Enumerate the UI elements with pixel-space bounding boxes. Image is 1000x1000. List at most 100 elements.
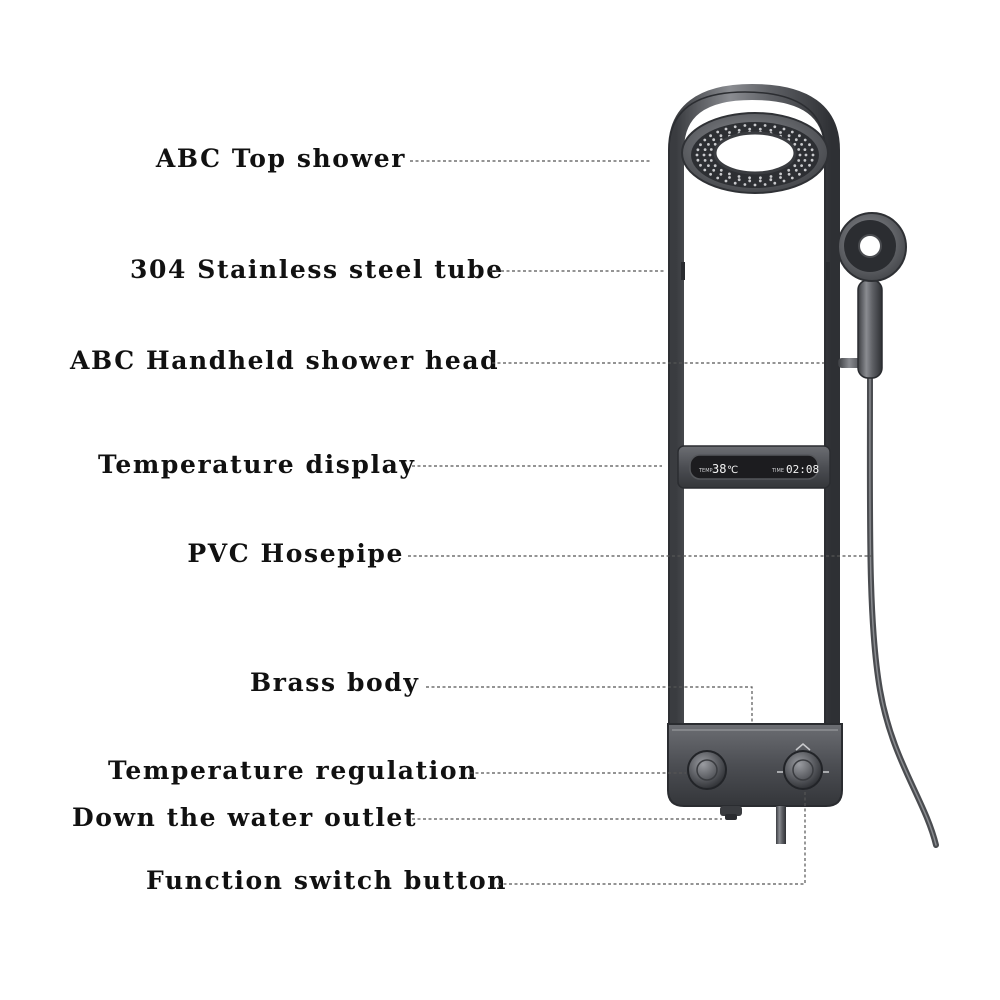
nozzle-dot	[782, 179, 786, 183]
label-steel-tube: 304 Stainless steel tube	[130, 255, 504, 284]
nozzle-dot	[808, 163, 811, 167]
nozzle-dot	[709, 148, 713, 151]
nozzle-dot	[782, 127, 786, 131]
nozzle-dot	[779, 172, 782, 176]
nozzle-dot	[787, 168, 791, 172]
nozzle-dot	[798, 172, 801, 176]
nozzle-dot	[743, 183, 747, 186]
nozzle-dot	[713, 142, 717, 146]
nozzle-dot	[769, 128, 773, 132]
label-water-outlet: Down the water outlet	[72, 803, 418, 832]
nozzle-dot	[793, 142, 797, 146]
nozzle-dot	[708, 153, 712, 157]
nozzle-dot	[695, 153, 699, 157]
nozzle-dot	[779, 131, 782, 134]
temperature-knob	[687, 750, 727, 790]
nozzle-dot	[773, 125, 777, 129]
nozzle-dot	[733, 125, 737, 129]
nozzle-dot	[748, 176, 751, 180]
nozzle-dot	[773, 181, 777, 185]
nozzle-dot	[803, 168, 807, 172]
nozzle-dot	[696, 148, 700, 152]
nozzle-dot	[707, 164, 710, 168]
nozzle-dot	[769, 175, 773, 178]
nozzle-dot	[696, 158, 700, 162]
label-brass-body: Brass body	[250, 668, 420, 697]
nozzle-dot	[719, 172, 723, 176]
nozzle-dot	[743, 124, 747, 127]
nozzle-dot	[703, 148, 707, 152]
label-temp-regulation: Temperature regulation	[108, 756, 478, 785]
nozzle-dot	[803, 138, 807, 142]
label-function-switch: Function switch button	[146, 866, 508, 895]
nozzle-dot	[800, 164, 803, 168]
nozzle-dot	[748, 127, 752, 131]
display-temp-unit: ℃	[727, 465, 738, 476]
nozzle-dot	[763, 124, 767, 127]
temperature-display-panel	[677, 445, 831, 489]
nozzle-dot	[793, 164, 797, 168]
nozzle-dot	[798, 153, 802, 157]
nozzle-dot	[758, 127, 762, 131]
nozzle-dot	[800, 143, 803, 146]
label-hosepipe: PVC Hosepipe	[187, 539, 404, 568]
nozzle-dot	[709, 134, 712, 138]
nozzle-dot	[703, 159, 707, 162]
nozzle-dot	[810, 148, 814, 152]
nozzle-dot	[804, 153, 808, 157]
nozzle-dot	[798, 134, 801, 138]
nozzle-dot	[787, 134, 791, 138]
nozzle-dot	[753, 123, 757, 127]
nozzle-dot	[763, 183, 767, 186]
leader-lines	[408, 160, 872, 885]
nozzle-dot	[713, 164, 717, 168]
hose-pipe	[866, 375, 939, 848]
nozzle-dot	[803, 148, 807, 152]
nozzle-dot	[728, 131, 731, 134]
nozzle-dot	[716, 130, 720, 134]
nozzle-dot	[716, 176, 720, 180]
nozzle-dot	[699, 143, 702, 147]
function-knob	[777, 743, 829, 790]
nozzle-dot	[712, 138, 716, 142]
nozzle-dot	[753, 183, 757, 187]
nozzle-dot	[808, 143, 811, 147]
nozzle-dot	[779, 176, 782, 179]
nozzle-dot	[790, 130, 794, 134]
nozzle-dot	[811, 153, 815, 157]
nozzle-dot	[709, 159, 713, 162]
nozzle-dot	[709, 172, 712, 176]
nozzle-dot	[699, 163, 702, 167]
nozzle-dot	[719, 168, 723, 172]
label-temp-display: Temperature display	[98, 450, 416, 479]
bottom-inlet-pipe	[776, 806, 786, 844]
nozzle-dot	[790, 176, 794, 180]
nozzle-dot	[759, 176, 762, 180]
nozzle-dot	[794, 168, 798, 172]
nozzle-dot	[797, 148, 801, 151]
display-temp-value: 38	[712, 462, 726, 476]
nozzle-dot	[769, 178, 773, 182]
leader-brass-body	[426, 686, 753, 722]
nozzle-dot	[703, 138, 707, 142]
nozzle-dot	[737, 128, 741, 132]
label-handheld: ABC Handheld shower head	[70, 346, 500, 375]
nozzle-dot	[797, 159, 801, 162]
handheld-shower-head	[837, 212, 907, 379]
nozzle-dot	[737, 178, 741, 182]
nozzle-dot	[787, 172, 791, 176]
nozzle-dot	[728, 176, 731, 179]
nozzle-dot	[724, 179, 728, 183]
nozzle-dot	[810, 158, 814, 162]
nozzle-dot	[719, 134, 723, 138]
nozzle-dot	[803, 159, 807, 162]
nozzle-dot	[707, 143, 710, 146]
nozzle-dot	[703, 168, 707, 172]
nozzle-dot	[728, 172, 731, 176]
bottom-water-outlet	[720, 806, 742, 820]
nozzle-dot	[712, 168, 716, 172]
display-temp-caption: TEMP	[698, 468, 713, 474]
nozzle-dot	[702, 153, 706, 157]
